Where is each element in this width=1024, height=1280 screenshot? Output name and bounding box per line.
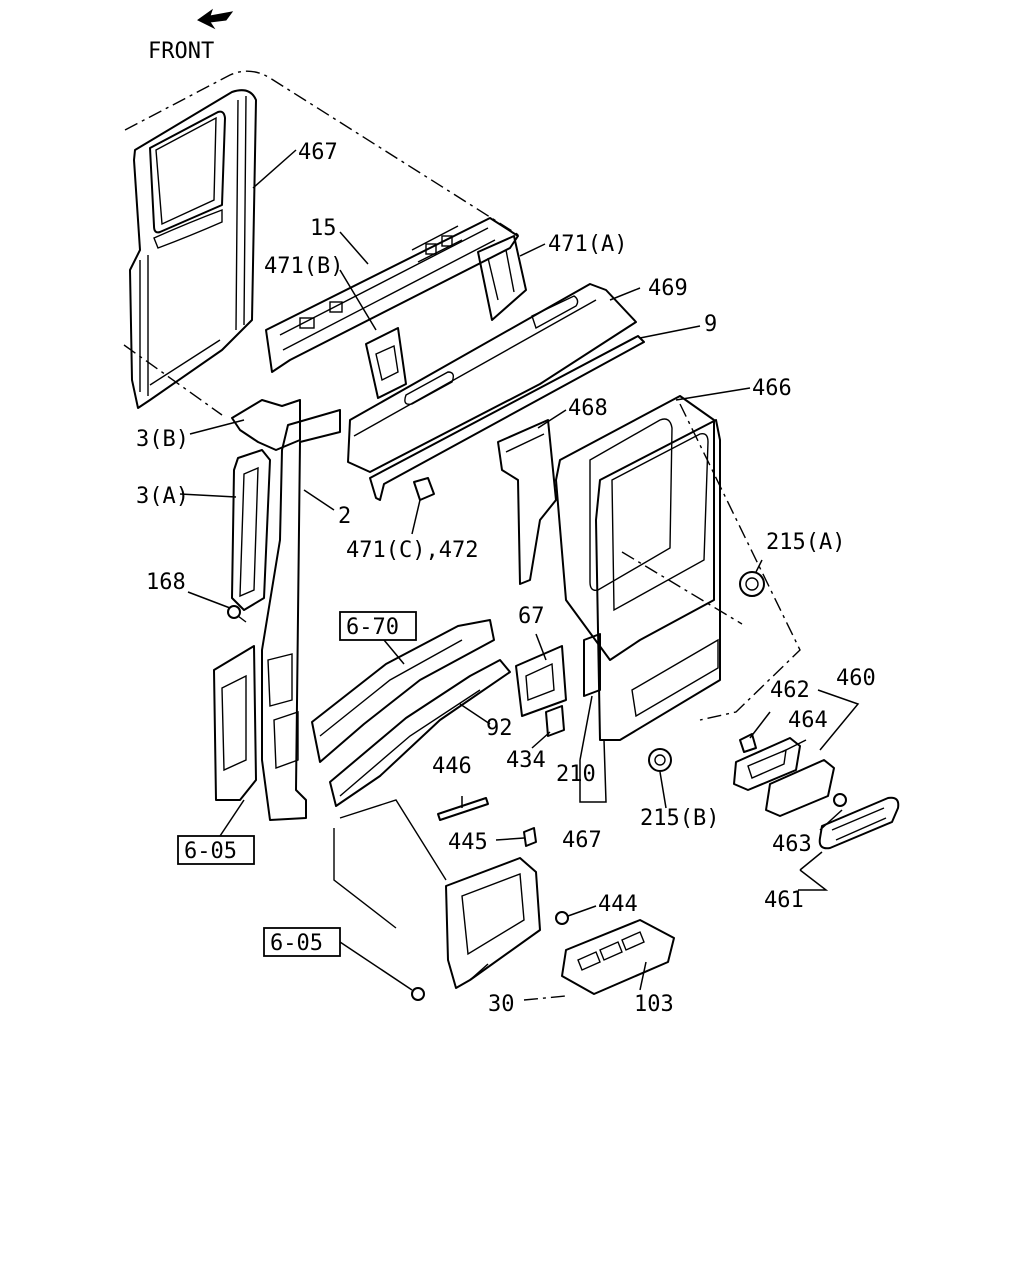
callout-462: 462 xyxy=(770,678,810,703)
part-9-trim-strip xyxy=(369,335,645,501)
part-469-cross-member xyxy=(347,283,637,473)
callout-446: 446 xyxy=(432,754,472,779)
part-67-bracket xyxy=(515,645,567,717)
callout-215b: 215(B) xyxy=(640,806,719,831)
part-92-sill xyxy=(329,659,511,807)
part-3b-gusset xyxy=(231,399,301,451)
callout-444: 444 xyxy=(598,892,638,917)
part-462-clip xyxy=(739,733,757,753)
part-6-70-floor-rail xyxy=(311,619,495,763)
callout-445: 445 xyxy=(448,830,488,855)
ref-box-6-05-left[interactable]: 6-05 xyxy=(177,835,255,865)
part-lower-pillar-left xyxy=(213,645,257,801)
callout-210: 210 xyxy=(556,762,596,787)
part-103-step-tread xyxy=(561,919,675,995)
ref-box-6-05-bottom-label: 6-05 xyxy=(270,931,323,956)
cab-outline-dashed xyxy=(124,70,521,237)
callout-469: 469 xyxy=(648,276,688,301)
part-210-strip xyxy=(583,633,601,697)
callout-468: 468 xyxy=(568,396,608,421)
part-215a-grommet xyxy=(739,571,765,597)
part-461-lens xyxy=(818,796,900,850)
ref-box-6-70[interactable]: 6-70 xyxy=(339,611,417,641)
callout-30: 30 xyxy=(488,992,515,1017)
callout-467-bottom: 467 xyxy=(562,828,602,853)
part-446-rod xyxy=(437,797,489,821)
part-460-lamp-housing xyxy=(765,759,835,817)
part-15-bracket xyxy=(365,327,407,399)
part-444-bolt xyxy=(555,911,569,925)
part-screw-bottom xyxy=(411,987,425,1001)
callout-460: 460 xyxy=(836,666,876,691)
callout-168: 168 xyxy=(146,570,186,595)
callout-463: 463 xyxy=(772,832,812,857)
callout-15: 15 xyxy=(310,216,337,241)
part-464-gasket xyxy=(733,737,801,791)
callout-3a: 3(A) xyxy=(136,484,189,509)
leader-lines xyxy=(179,149,860,1001)
part-2-pillar xyxy=(261,409,341,821)
callout-471c-472: 471(C),472 xyxy=(346,538,478,563)
front-label: FRONT xyxy=(148,39,214,64)
callout-67: 67 xyxy=(518,604,545,629)
callout-215a: 215(A) xyxy=(766,530,845,555)
part-467-lower-door xyxy=(595,419,721,741)
part-467-door-panel xyxy=(129,89,257,409)
callout-434: 434 xyxy=(506,748,546,773)
part-471a-bracket xyxy=(477,235,527,321)
callout-466: 466 xyxy=(752,376,792,401)
callout-3b: 3(B) xyxy=(136,427,189,452)
part-471c-clip xyxy=(413,477,435,501)
part-445-clip xyxy=(523,827,537,847)
part-30-step-box xyxy=(445,857,541,989)
callout-92: 92 xyxy=(486,716,513,741)
part-168-bolt xyxy=(227,605,247,623)
part-floor-outline xyxy=(333,799,447,929)
part-466-door xyxy=(555,395,715,661)
part-471b-upper-rail xyxy=(265,217,519,373)
callout-9: 9 xyxy=(704,312,717,337)
front-direction-arrow-icon xyxy=(197,8,234,30)
ref-box-6-05-bottom[interactable]: 6-05 xyxy=(263,927,341,957)
callout-103: 103 xyxy=(634,992,674,1017)
part-463-screw xyxy=(833,793,847,807)
part-3a-pillar-inner xyxy=(231,449,271,611)
callout-467-top: 467 xyxy=(298,140,338,165)
callout-461: 461 xyxy=(764,888,804,913)
callout-471b: 471(B) xyxy=(264,254,343,279)
ref-box-6-70-label: 6-70 xyxy=(346,615,399,640)
part-434-clip xyxy=(545,705,565,737)
callout-464: 464 xyxy=(788,708,828,733)
floor-reference-dashed xyxy=(123,344,223,416)
part-215b-grommet xyxy=(648,748,672,772)
callout-471a: 471(A) xyxy=(548,232,627,257)
callout-2: 2 xyxy=(338,504,351,529)
ref-box-6-05-left-label: 6-05 xyxy=(184,839,237,864)
part-468-bracket xyxy=(497,419,557,585)
